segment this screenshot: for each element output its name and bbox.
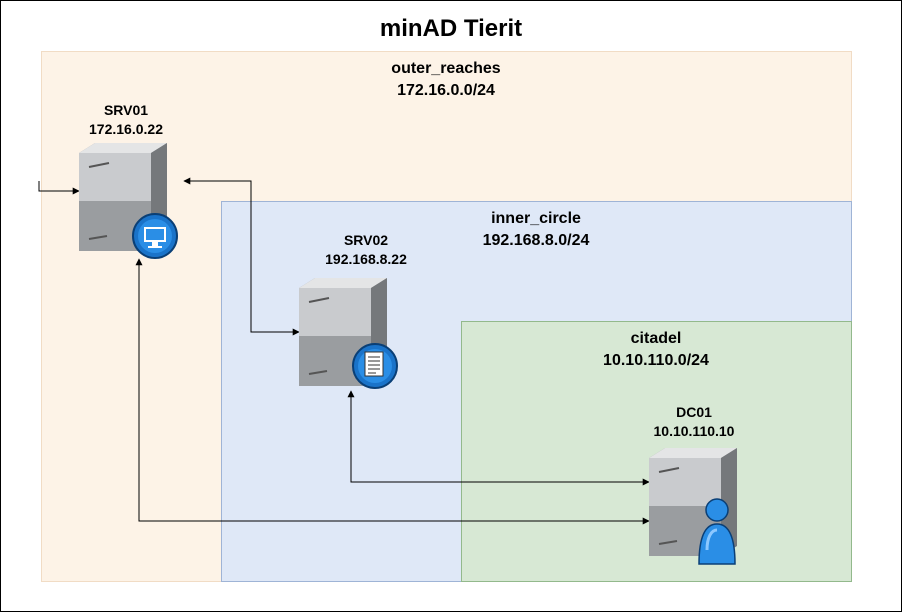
diagram-title: minAD Tierit [379, 15, 523, 42]
srv01-ip: 172.16.0.22 [89, 121, 163, 137]
link-srv01-srv02 [183, 177, 300, 336]
srv02-ip: 192.168.8.22 [325, 251, 407, 267]
file-document-icon [352, 343, 398, 389]
zone-outer-label: outer_reaches 172.16.0.0/24 [346, 58, 546, 102]
dc01-ip: 10.10.110.10 [653, 423, 735, 439]
srv02-label: SRV02 192.168.8.22 [286, 231, 446, 269]
zone-inner-label: inner_circle 192.168.8.0/24 [436, 208, 636, 252]
srv01-label: SRV01 172.16.0.22 [46, 101, 206, 139]
srv01-name: SRV01 [103, 102, 149, 118]
link-srv02-dc01 [347, 390, 650, 486]
dc01-label: DC01 10.10.110.10 [614, 403, 774, 441]
zone-inner-subnet: 192.168.8.0/24 [482, 232, 590, 249]
dc01-server-icon[interactable] [649, 446, 757, 566]
zone-outer-subnet: 172.16.0.0/24 [397, 82, 495, 99]
remote-desktop-icon [132, 213, 178, 259]
user-icon [698, 498, 736, 565]
srv02-server-icon[interactable] [299, 276, 407, 396]
link-srv01-dc01 [135, 258, 650, 525]
srv02-name: SRV02 [343, 232, 389, 248]
dc01-name: DC01 [676, 404, 712, 420]
zone-outer-name: outer_reaches [391, 60, 501, 77]
link-entry-srv01 [38, 181, 80, 195]
zone-inner-name: inner_circle [491, 210, 581, 227]
srv01-server-icon[interactable] [79, 141, 187, 261]
